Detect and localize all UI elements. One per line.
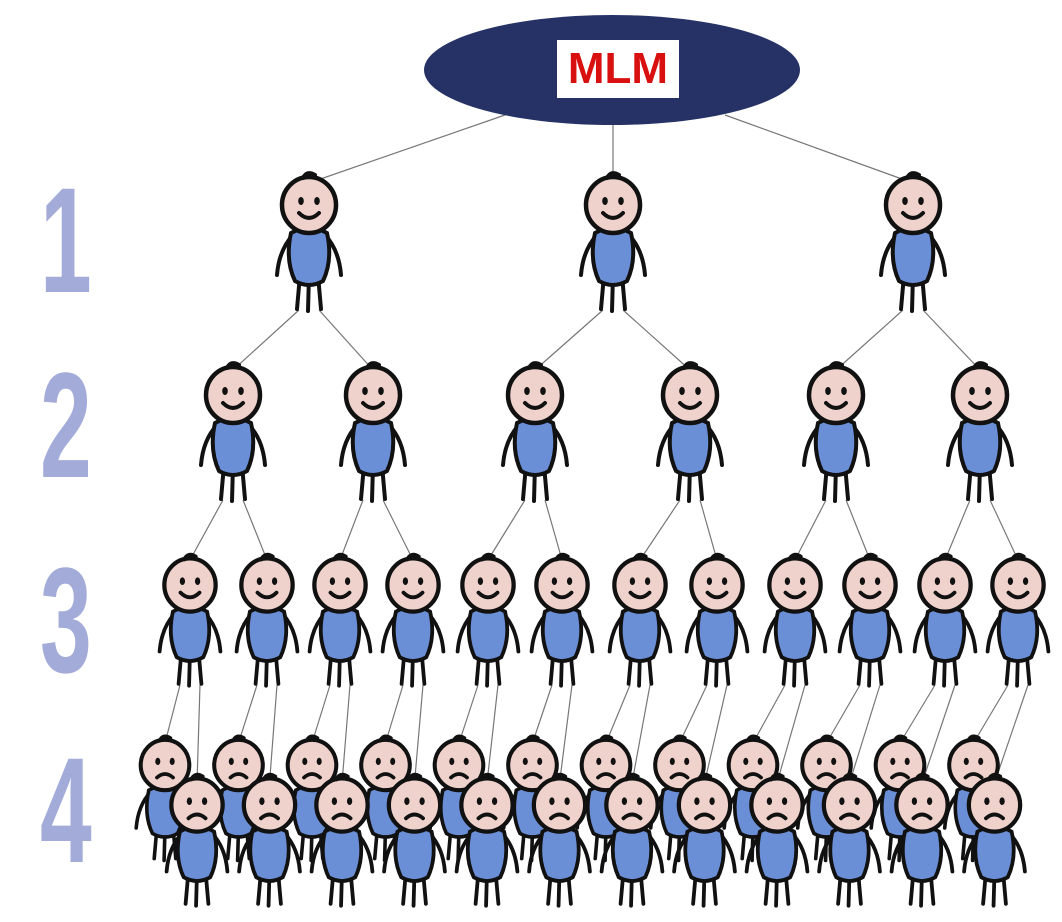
link-level3-to-level4: [558, 684, 573, 784]
mlm-label: MLM: [557, 40, 679, 98]
link-level3-to-level4: [631, 684, 651, 784]
level3-person: [684, 552, 750, 688]
link-level2-to-level3: [699, 499, 718, 561]
level3-person: [307, 552, 373, 688]
level4-person: [134, 734, 196, 863]
link-level3-to-level4: [752, 684, 786, 744]
link-level2-to-level3: [382, 499, 414, 561]
level1-person: [579, 171, 647, 313]
level3-person: [455, 552, 521, 688]
level3-person: [157, 552, 223, 688]
level-number-4: 4: [40, 726, 92, 894]
link-level3-to-level4: [703, 684, 728, 784]
link-level3-to-level4: [413, 684, 424, 784]
level4-person: [207, 734, 270, 863]
level2-person: [339, 361, 407, 503]
level3-person: [985, 552, 1051, 688]
connection-lines: [164, 114, 1029, 784]
link-level2-to-level3: [944, 499, 971, 561]
level4-person: [237, 772, 302, 908]
link-level3-to-level4: [237, 684, 258, 744]
link-level3-to-level4: [972, 684, 1009, 744]
link-level3-to-level4: [384, 684, 404, 744]
link-level3-to-level4: [268, 684, 278, 784]
link-level3-to-level4: [899, 684, 936, 744]
level2-person: [802, 361, 870, 503]
level3-person: [234, 552, 300, 688]
level3-person: [837, 552, 903, 688]
level4-person: [164, 772, 230, 908]
link-level3-to-level4: [486, 684, 499, 784]
link-level3-to-level4: [458, 684, 479, 744]
level4-person: [889, 772, 955, 908]
link-level3-to-level4: [196, 684, 201, 784]
level-number-1: 1: [40, 156, 92, 324]
link-top-to-level1: [724, 114, 914, 184]
level2-person: [656, 361, 724, 503]
link-level3-to-level4: [848, 684, 881, 784]
link-level2-to-level3: [845, 499, 871, 561]
link-level2-to-level3: [989, 499, 1019, 561]
link-level1-to-level2: [922, 309, 981, 371]
level4-person: [382, 772, 447, 908]
level2-person: [501, 361, 569, 503]
link-level3-to-level4: [921, 684, 956, 784]
level2-person: [946, 361, 1014, 503]
level3-person: [912, 552, 978, 688]
level-number-2: 2: [40, 341, 92, 509]
link-level2-to-level3: [189, 499, 224, 561]
level2-person: [199, 361, 267, 503]
level1-person: [275, 171, 343, 313]
level4-person: [454, 772, 520, 908]
link-level2-to-level3: [544, 499, 563, 561]
link-level2-to-level3: [794, 499, 827, 561]
people-layers: [134, 171, 1051, 908]
level3-person: [607, 552, 673, 688]
level4-person: [309, 772, 375, 908]
link-level3-to-level4: [341, 684, 351, 784]
level1-person: [879, 171, 947, 313]
level4-person: [962, 772, 1027, 908]
level4-person: [599, 772, 665, 908]
link-level1-to-level2: [534, 309, 604, 371]
link-top-to-level1: [308, 114, 506, 184]
link-level2-to-level3: [487, 499, 526, 561]
link-level3-to-level4: [605, 684, 631, 744]
link-level3-to-level4: [531, 684, 553, 744]
level3-person: [762, 552, 828, 688]
link-level3-to-level4: [164, 684, 181, 744]
link-level2-to-level3: [639, 499, 681, 561]
level4-person: [744, 772, 810, 908]
level4-person: [672, 772, 737, 908]
level4-person: [527, 772, 592, 908]
link-level3-to-level4: [776, 684, 806, 784]
link-level1-to-level2: [622, 309, 691, 371]
level3-person: [529, 552, 595, 688]
link-level2-to-level3: [242, 499, 268, 561]
link-level1-to-level2: [318, 309, 374, 371]
link-level3-to-level4: [825, 684, 861, 744]
level-number-3: 3: [40, 536, 92, 704]
link-level1-to-level2: [835, 309, 904, 371]
level4-person: [817, 772, 882, 908]
link-level3-to-level4: [678, 684, 708, 744]
link-level2-to-level3: [339, 499, 364, 561]
link-level3-to-level4: [993, 684, 1029, 784]
link-level3-to-level4: [311, 684, 331, 744]
level3-person: [380, 552, 446, 688]
link-level1-to-level2: [232, 309, 300, 371]
